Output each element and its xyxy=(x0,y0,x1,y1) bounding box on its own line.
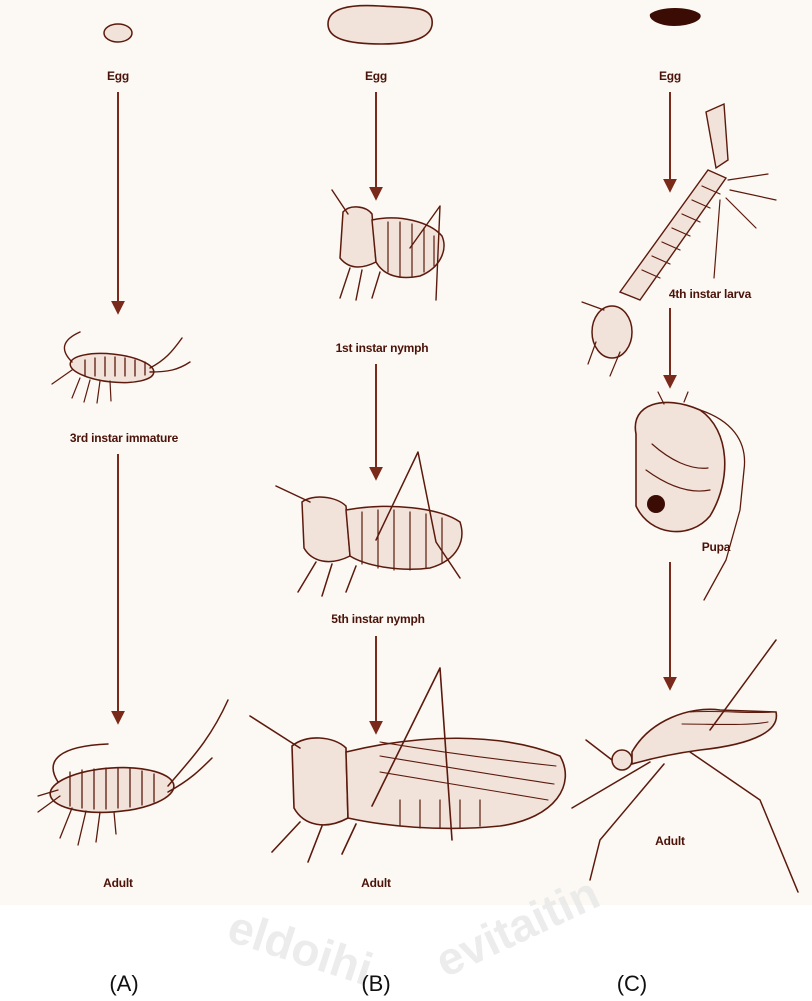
stage-label-b-nymph1: 1st instar nymph xyxy=(336,341,429,355)
column-b: Egg 1st instar nymph 5th instar nymph Ad… xyxy=(250,6,565,890)
stage-label-b-adult: Adult xyxy=(361,876,391,890)
immature-a-illustration xyxy=(52,332,190,403)
column-c: Egg 4th instar larva Pupa Adult xyxy=(572,8,798,892)
egg-a-illustration xyxy=(104,24,132,42)
egg-b-illustration xyxy=(328,6,432,44)
stage-label-a-immature: 3rd instar immature xyxy=(70,431,179,445)
nymph5-b-illustration xyxy=(276,452,462,596)
stage-label-c-adult: Adult xyxy=(655,834,685,848)
stage-label-c-egg: Egg xyxy=(659,69,681,83)
panel-label-b: (B) xyxy=(361,971,390,996)
panel-label-c: (C) xyxy=(617,971,648,996)
stage-label-a-egg: Egg xyxy=(107,69,129,83)
nymph1-b-illustration xyxy=(332,190,444,300)
svg-text:eldoihi: eldoihi xyxy=(222,900,379,995)
panel-label-a: (A) xyxy=(109,971,138,996)
adult-a-illustration xyxy=(38,700,228,845)
egg-c-illustration xyxy=(650,8,701,26)
pupa-c-illustration xyxy=(635,392,744,600)
larva-c-illustration xyxy=(582,104,776,376)
stage-label-c-larva: 4th instar larva xyxy=(669,287,752,301)
adult-c-illustration xyxy=(572,640,798,892)
stage-label-c-pupa: Pupa xyxy=(702,540,731,554)
adult-b-illustration xyxy=(250,668,565,862)
stage-label-b-egg: Egg xyxy=(365,69,387,83)
column-a: Egg 3rd instar immature Adult xyxy=(38,24,228,890)
stage-label-a-adult: Adult xyxy=(103,876,133,890)
stage-label-b-nymph5: 5th instar nymph xyxy=(331,612,424,626)
svg-text:evitaitin: evitaitin xyxy=(427,866,607,987)
watermark: eldoihi evitaitin xyxy=(222,866,607,995)
